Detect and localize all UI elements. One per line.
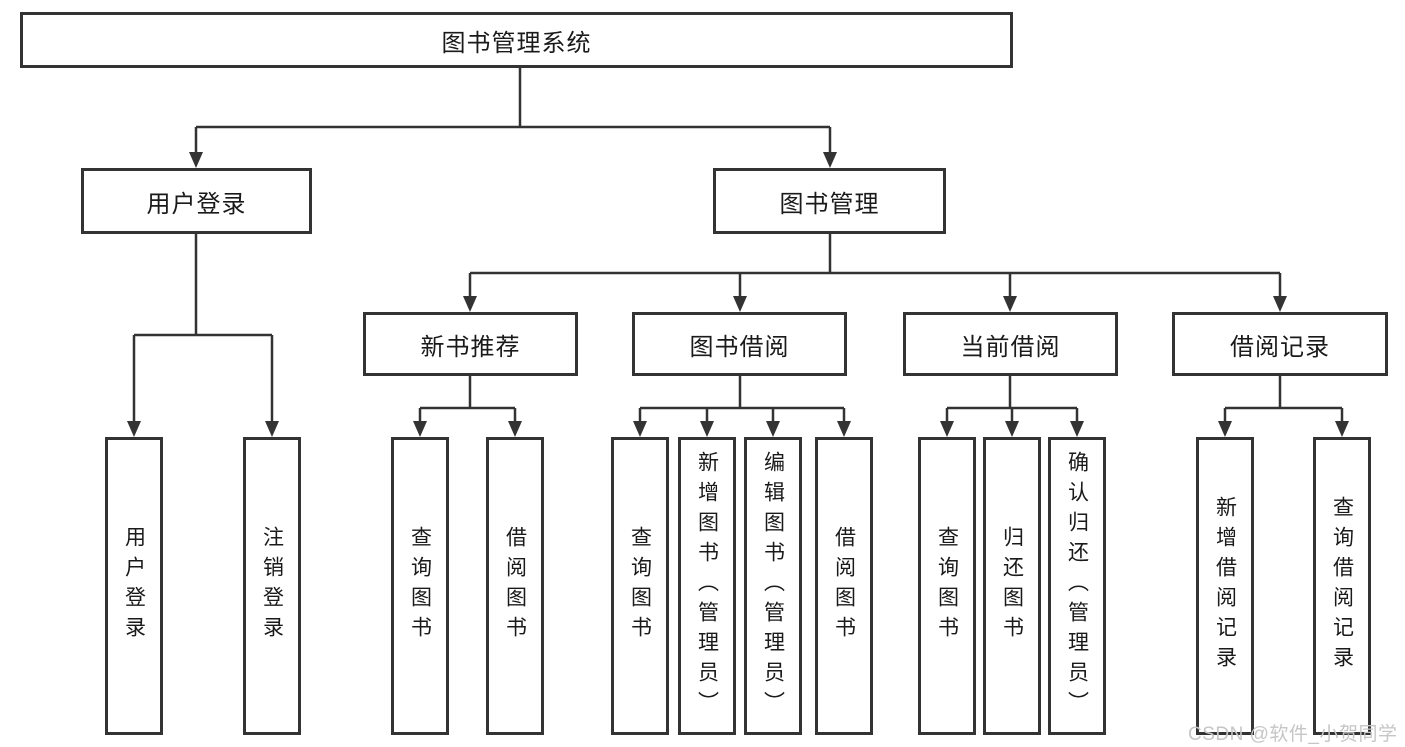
node-new-book-recommend: 新书推荐: [363, 312, 578, 376]
leaf-borrow-query-books: 查询图书: [611, 437, 669, 735]
arrow-down-icon: [463, 296, 477, 312]
arrow-down-icon: [700, 421, 714, 437]
borrow-branch-lines: [633, 376, 851, 437]
node-borrow-records: 借阅记录: [1172, 312, 1388, 376]
leaf-borrow-add-books-admin: 新增图书（管理员）: [678, 437, 736, 735]
arrow-down-icon: [413, 421, 427, 437]
leaf-borrow-borrow-books: 借阅图书: [815, 437, 873, 735]
user-login-branch-lines: [127, 234, 279, 437]
leaf-recommend-borrow-books: 借阅图书: [486, 437, 544, 735]
arrow-down-icon: [940, 421, 954, 437]
arrow-down-icon: [837, 421, 851, 437]
node-root-system: 图书管理系统: [20, 12, 1013, 68]
node-user-login: 用户登录: [81, 168, 312, 234]
node-book-management: 图书管理: [713, 168, 946, 234]
arrow-down-icon: [189, 152, 203, 168]
leaf-logout: 注销登录: [243, 437, 301, 735]
arrow-down-icon: [508, 421, 522, 437]
arrow-down-icon: [1335, 421, 1349, 437]
leaf-borrow-edit-books-admin: 编辑图书（管理员）: [744, 437, 802, 735]
csdn-watermark: CSDN @软件_小贺同学: [1188, 724, 1398, 745]
records-branch-lines: [1218, 376, 1349, 437]
leaf-user-login: 用户登录: [105, 437, 163, 735]
arrow-down-icon: [1003, 296, 1017, 312]
arrow-down-icon: [1070, 421, 1084, 437]
arrow-down-icon: [265, 421, 279, 437]
leaf-current-query-books: 查询图书: [918, 437, 976, 735]
node-book-borrow: 图书借阅: [632, 312, 847, 376]
recommend-branch-lines: [413, 376, 522, 437]
node-current-borrow: 当前借阅: [903, 312, 1118, 376]
root-branch-lines: [189, 68, 837, 168]
current-branch-lines: [940, 376, 1084, 437]
arrow-down-icon: [1005, 421, 1019, 437]
arrow-down-icon: [1218, 421, 1232, 437]
leaf-current-confirm-return-admin: 确认归还（管理员）: [1048, 437, 1106, 735]
arrow-down-icon: [633, 421, 647, 437]
arrow-down-icon: [1273, 296, 1287, 312]
leaf-records-add-record: 新增借阅记录: [1196, 437, 1254, 735]
book-mgmt-branch-lines: [463, 234, 1287, 312]
arrow-down-icon: [733, 296, 747, 312]
leaf-recommend-query-books: 查询图书: [391, 437, 449, 735]
arrow-down-icon: [766, 421, 780, 437]
arrow-down-icon: [127, 421, 141, 437]
leaf-records-query-record: 查询借阅记录: [1313, 437, 1371, 735]
arrow-down-icon: [823, 152, 837, 168]
leaf-current-return-books: 归还图书: [983, 437, 1041, 735]
